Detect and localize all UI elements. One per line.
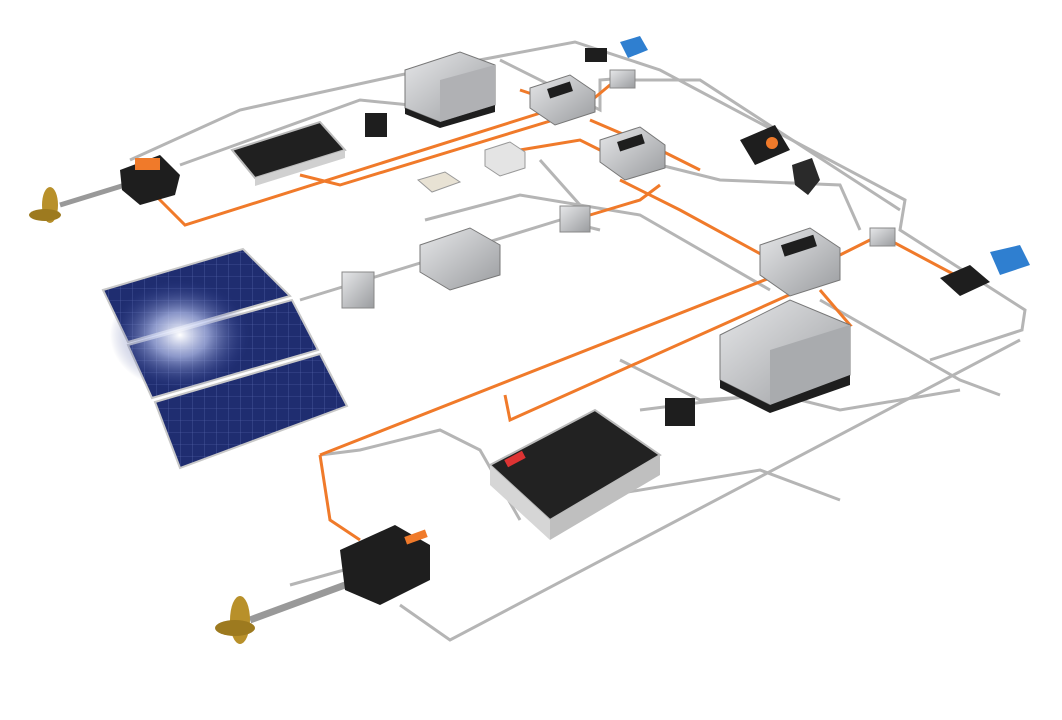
generator-large <box>719 299 851 413</box>
sun-glare <box>110 280 250 390</box>
signal-cable <box>399 338 1021 642</box>
signal-cable <box>639 158 862 231</box>
signal-cables <box>129 40 1027 642</box>
generator-small <box>404 51 496 128</box>
solar-array <box>101 247 375 470</box>
motor-top <box>59 155 180 208</box>
power-cable <box>503 288 801 423</box>
power-cable <box>589 183 661 217</box>
power-cable <box>619 178 791 272</box>
cable-junction-block <box>665 398 695 426</box>
blue-connector-top <box>585 36 648 62</box>
battery-small <box>230 120 347 186</box>
fuse-block <box>869 227 896 247</box>
battery-large <box>488 408 662 540</box>
solar-connector <box>341 271 375 309</box>
power-cable <box>318 454 361 542</box>
signal-cable <box>630 78 901 212</box>
motor-bottom <box>248 525 430 624</box>
control-panel <box>740 125 790 165</box>
propeller-top <box>29 187 61 223</box>
solar-panel <box>153 352 349 470</box>
signal-cable <box>579 468 841 502</box>
power-cables <box>153 73 956 542</box>
blue-connector-right <box>940 245 1030 296</box>
fuse-block <box>609 69 636 89</box>
signal-cable <box>179 98 411 167</box>
junction-box-1 <box>529 74 596 126</box>
cable-junction-block <box>365 113 387 137</box>
propeller-bottom <box>215 596 255 644</box>
shore-power <box>416 171 462 193</box>
power-cable <box>319 268 791 457</box>
signal-cable <box>819 298 1001 397</box>
charger <box>484 141 526 177</box>
breaker-box <box>419 227 501 291</box>
power-cable <box>299 116 561 187</box>
fuse-block <box>559 205 591 233</box>
throttle <box>792 158 820 195</box>
junction-box-main <box>759 227 841 297</box>
signal-cable <box>538 159 582 206</box>
power-cable <box>153 108 551 227</box>
junction-box-2 <box>599 126 666 181</box>
